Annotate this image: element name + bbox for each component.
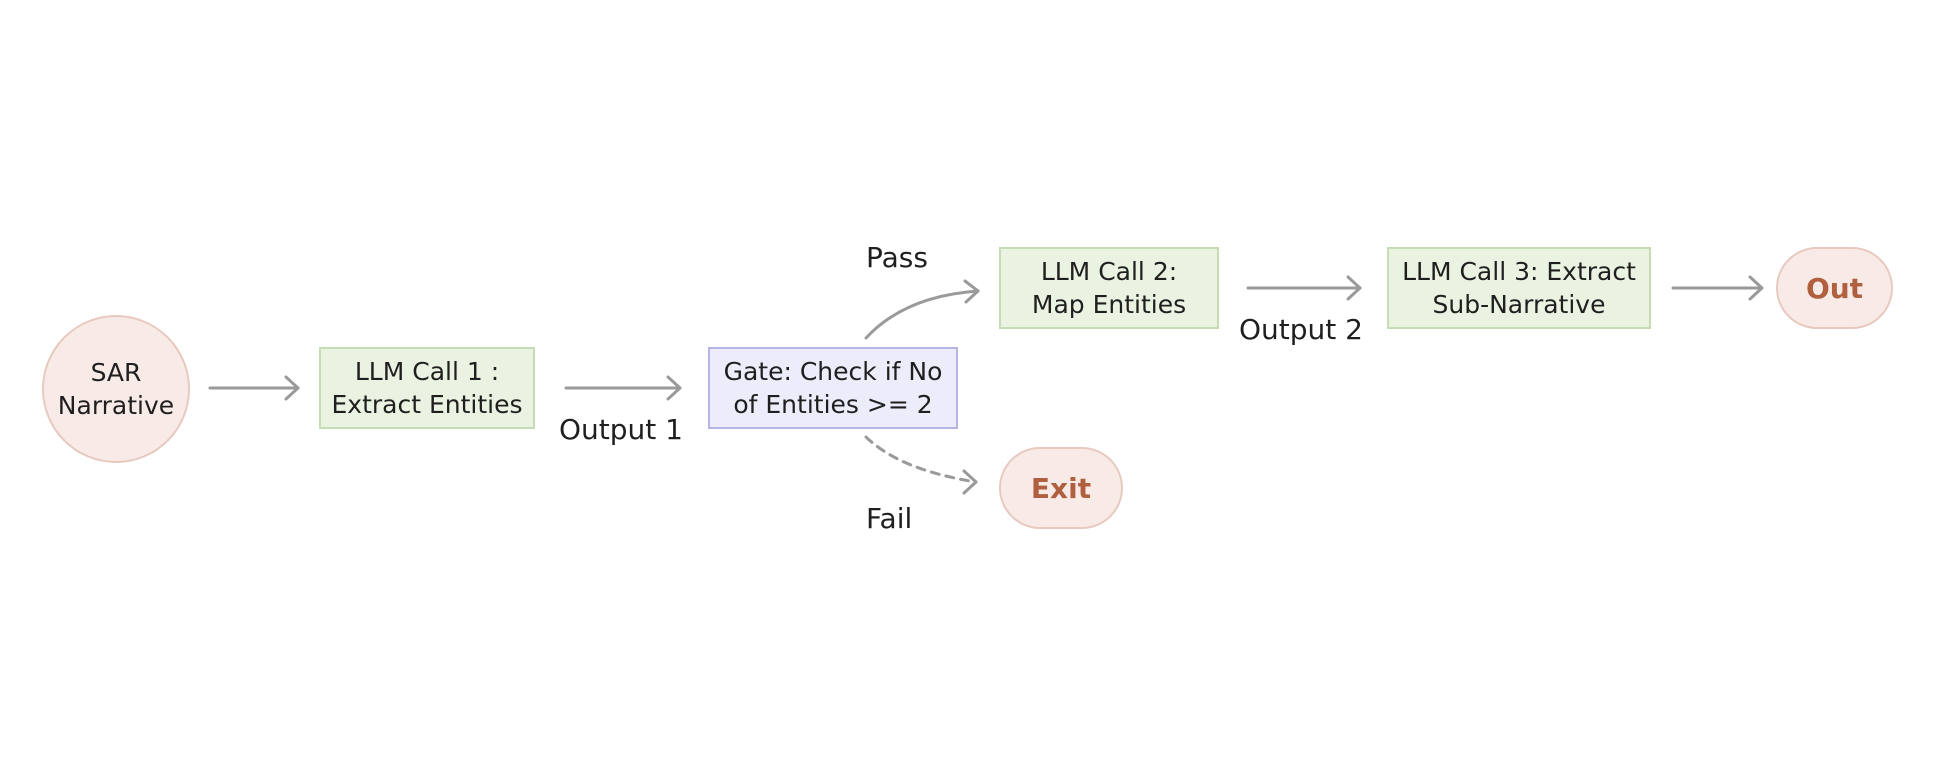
arrow-call3-to-out [1671,275,1764,301]
edge-label-output-2: Output 2 [1239,313,1363,346]
arrow-sar-to-call1 [208,375,300,401]
node-llm-call-3: LLM Call 3: Extract Sub-Narrative [1387,247,1651,329]
node-gate-label: Gate: Check if No of Entities >= 2 [723,357,943,419]
arrow-call1-to-gate [564,375,682,401]
node-sar-narrative-label: SAR Narrative [57,358,175,420]
node-llm-call-1: LLM Call 1 : Extract Entities [319,347,535,429]
node-sar-narrative: SAR Narrative [42,315,190,463]
node-llm-call-2-label: LLM Call 2: Map Entities [1031,257,1187,319]
node-gate: Gate: Check if No of Entities >= 2 [708,347,958,429]
edge-label-output-1: Output 1 [559,413,683,446]
node-out: Out [1776,247,1893,329]
node-exit: Exit [999,447,1123,529]
arrow-gate-fail [864,435,978,495]
node-llm-call-3-label: LLM Call 3: Extract Sub-Narrative [1402,257,1636,319]
node-llm-call-1-label: LLM Call 1 : Extract Entities [331,357,523,419]
arrow-gate-pass [864,279,980,340]
edge-label-fail: Fail [866,502,913,535]
arrow-call2-to-call3 [1246,275,1362,301]
edge-label-pass: Pass [866,241,928,274]
node-llm-call-2: LLM Call 2: Map Entities [999,247,1219,329]
node-out-label: Out [1805,271,1864,305]
node-exit-label: Exit [1030,471,1092,505]
